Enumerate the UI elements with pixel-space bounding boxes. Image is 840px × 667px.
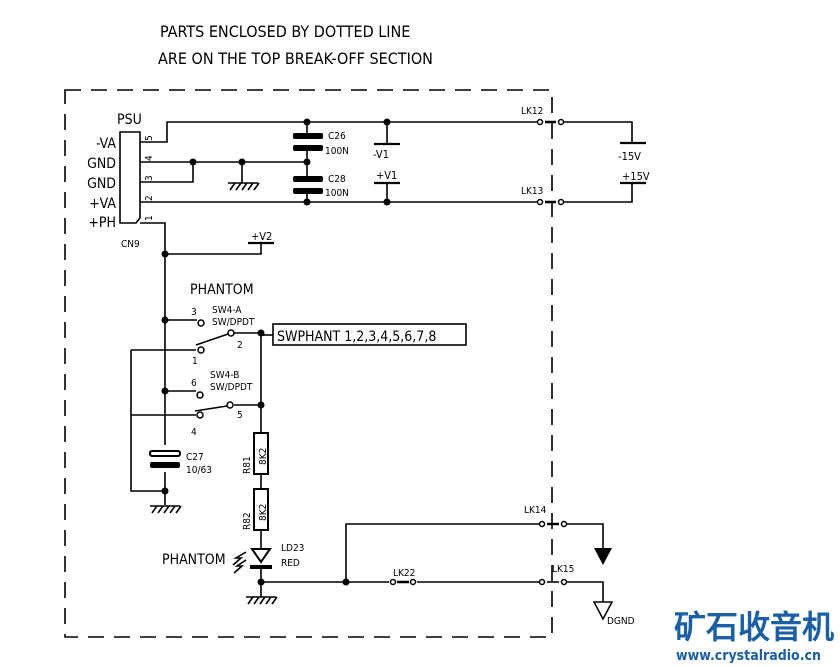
sw4b-pin: 6	[191, 378, 197, 389]
lk22-label: LK22	[393, 568, 415, 579]
junction-dots	[161, 118, 391, 586]
cn9-label: CN9	[121, 239, 140, 250]
break-off-boundary	[64, 89, 553, 638]
sw4a-pin: 2	[237, 340, 243, 351]
resistor-r82	[253, 488, 269, 531]
link-lk13[interactable]	[536, 198, 565, 206]
capacitor-c26	[293, 133, 323, 151]
swphant-label: SWPHANT 1,2,3,4,5,6,7,8	[277, 329, 436, 345]
chassis-ground-icon	[594, 548, 612, 565]
link-lk15[interactable]	[538, 578, 568, 586]
link-lk22[interactable]	[389, 578, 417, 586]
link-lk12[interactable]	[536, 118, 565, 126]
capacitor-c27	[149, 450, 181, 468]
rail-label-minus-v1: -V1	[373, 148, 389, 161]
sw4b-ref: SW4-B	[210, 370, 239, 381]
lk13-label: LK13	[521, 186, 543, 197]
connector-cn9: PSU CN9 -VA GND GND +VA +PH 5 4 3 2 1	[87, 112, 155, 250]
capacitor-c28	[293, 176, 323, 194]
ld23-ref: LD23	[281, 543, 304, 554]
pin-number: 1	[144, 215, 155, 221]
watermark-url: www.crystalradio.cn	[676, 648, 821, 664]
c28-ref: C28	[328, 174, 346, 185]
pin-number: 5	[144, 135, 155, 141]
sw4a-pin: 3	[191, 307, 197, 318]
c26-ref: C26	[328, 131, 346, 142]
led-ld23	[232, 548, 272, 574]
led-phantom-label: PHANTOM	[162, 552, 226, 568]
pin-number: 4	[144, 155, 155, 161]
rail-symbols	[248, 141, 646, 245]
switch-sw4-b[interactable]	[194, 391, 234, 419]
pin-label-va-neg: -VA	[96, 136, 116, 152]
psu-label: PSU	[117, 112, 142, 128]
sw4a-ref: SW4-A	[212, 305, 242, 316]
rail-label-plus15v: +15V	[622, 170, 650, 183]
rail-label-plus-v2: +V2	[251, 230, 272, 243]
rail-label-plus-v1: +V1	[376, 169, 397, 182]
c26-value: 100N	[325, 146, 349, 157]
pin-label-ph: +PH	[88, 215, 116, 231]
pin-label-gnd: GND	[87, 156, 116, 172]
sw4a-pin: 1	[192, 356, 198, 367]
r81-ref: R81	[242, 456, 253, 474]
r82-value: 8K2	[258, 504, 269, 521]
ld23-color: RED	[281, 558, 300, 569]
lk12-label: LK12	[521, 106, 543, 117]
wires	[130, 121, 633, 602]
title-line-2: ARE ON THE TOP BREAK-OFF SECTION	[158, 49, 433, 68]
phantom-heading: PHANTOM	[190, 282, 254, 298]
lk14-label: LK14	[524, 505, 547, 516]
r81-value: 8K2	[258, 448, 269, 465]
c27-value: 10/63	[186, 465, 212, 476]
ground-icon	[228, 182, 260, 191]
title-line-1: PARTS ENCLOSED BY DOTTED LINE	[160, 22, 410, 41]
ground-icon	[150, 505, 182, 514]
rail-label-minus15v: -15V	[618, 150, 641, 163]
pin-label-va-pos: +VA	[89, 196, 116, 212]
dgnd-icon	[592, 601, 614, 621]
watermark-logo: 矿石收音机	[674, 608, 834, 646]
link-lk14[interactable]	[538, 520, 568, 528]
pin-label-gnd: GND	[87, 176, 116, 192]
lk15-label: LK15	[552, 564, 574, 575]
r82-ref: R82	[242, 512, 253, 530]
dgnd-label: DGND	[607, 616, 635, 627]
sw4a-type: SW/DPDT	[212, 317, 255, 328]
pin-number: 3	[144, 175, 155, 181]
switch-sw4-a[interactable]	[195, 319, 235, 354]
c28-value: 100N	[325, 188, 349, 199]
pin-number: 2	[144, 195, 155, 201]
ground-icon	[246, 596, 278, 605]
c27-ref: C27	[186, 452, 204, 463]
sw4b-pin: 5	[237, 410, 243, 421]
sw4b-pin: 4	[191, 427, 197, 438]
swphant-label-box	[272, 323, 467, 346]
sw4b-type: SW/DPDT	[210, 382, 253, 393]
resistor-r81	[253, 432, 269, 475]
